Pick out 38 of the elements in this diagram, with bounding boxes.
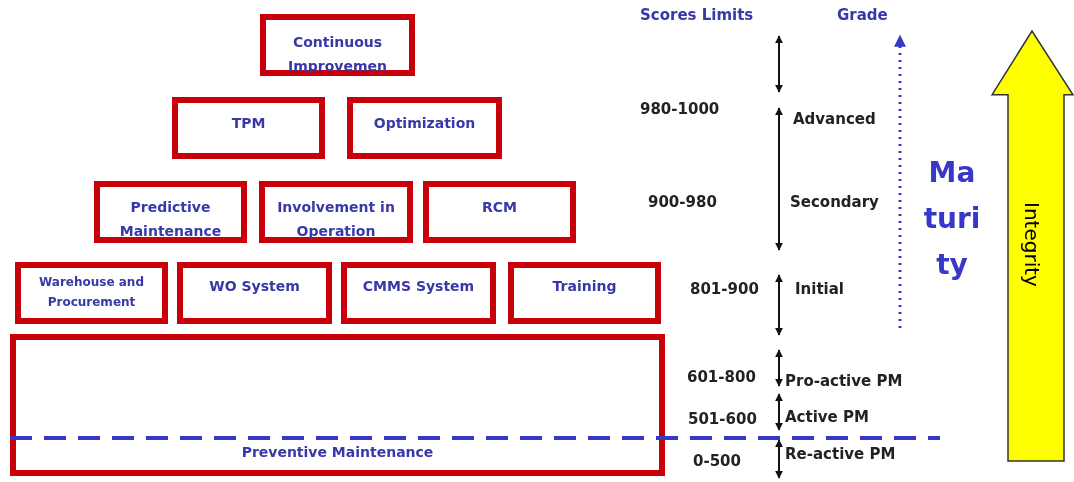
scale-label: 0-500	[693, 452, 741, 470]
block-label: TPM	[230, 114, 267, 133]
block-label: Training	[551, 277, 618, 296]
block-label: RCM	[481, 198, 518, 217]
pyramid-block	[508, 262, 661, 324]
block-label: Optimization	[372, 114, 477, 133]
scale-label: 501-600	[688, 410, 757, 428]
pyramid-block	[259, 181, 413, 243]
pyramid-block	[177, 262, 332, 324]
scale-label: 900-980	[648, 193, 717, 211]
pyramid-block	[341, 262, 496, 324]
column-heading: Scores Limits	[640, 6, 754, 24]
pyramid-block	[423, 181, 576, 243]
block-label: CMMS System	[361, 277, 476, 296]
block-label: Continuous Improvemen	[287, 33, 388, 76]
scale-label: Initial	[795, 280, 844, 298]
pyramid-block	[10, 334, 665, 476]
pyramid-block	[347, 97, 502, 159]
scale-label: 980-1000	[640, 100, 720, 118]
scale-label: Advanced	[793, 110, 876, 128]
column-heading: Grade	[837, 6, 888, 24]
axis-title: Ma turi ty	[922, 155, 982, 283]
pyramid-block	[172, 97, 325, 159]
scale-label: Pro-active PM	[785, 372, 903, 390]
pyramid-block	[15, 262, 168, 324]
scale-label: 801-900	[690, 280, 759, 298]
arrow-label: Integrity	[1020, 202, 1044, 287]
pyramid-block	[260, 14, 415, 76]
block-label: Predictive Maintenance	[118, 198, 223, 241]
scale-label: 601-800	[687, 368, 756, 386]
pyramid-block	[94, 181, 247, 243]
scale-label: Secondary	[790, 193, 879, 211]
block-label: Preventive Maintenance	[240, 443, 435, 462]
scale-label: Active PM	[785, 408, 869, 426]
block-label: Involvement in Operation	[276, 198, 396, 241]
block-label: Warehouse and Procurement	[38, 274, 145, 311]
block-label: WO System	[208, 277, 301, 296]
scale-label: Re-active PM	[785, 445, 896, 463]
